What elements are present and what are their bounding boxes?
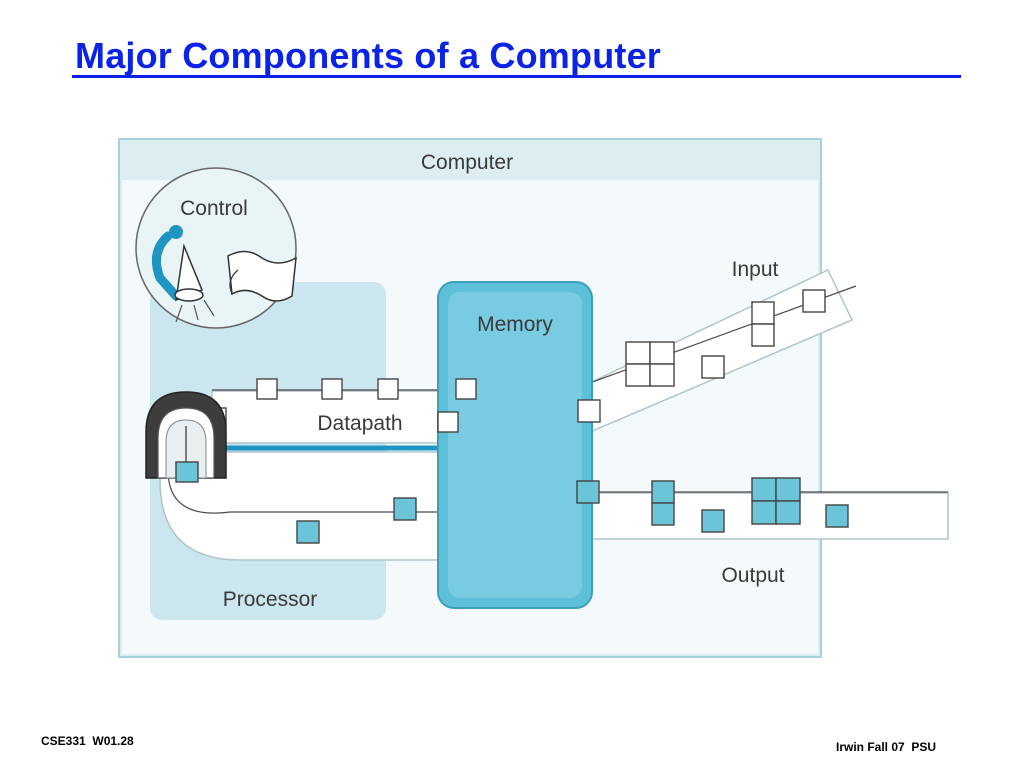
control-label: Control: [180, 197, 248, 220]
datapath-square: [321, 378, 343, 400]
output-square: [701, 509, 725, 533]
datapath-label: Datapath: [317, 412, 402, 435]
input-square: [701, 355, 725, 379]
return-path-square: [393, 497, 417, 521]
control-lamp-icon: [151, 225, 215, 323]
datapath-square: [377, 378, 399, 400]
memory-label: Memory: [477, 313, 553, 336]
processor-return-curve: [167, 469, 440, 514]
footer-course: CSE331 W01.28: [41, 734, 134, 748]
return-path-square: [296, 520, 320, 544]
output-square: [825, 504, 849, 528]
processor-arch-icon: [145, 391, 227, 483]
processor-return-path: [159, 451, 441, 561]
datapath-square: [256, 378, 278, 400]
datapath-square: [437, 411, 459, 433]
control-scroll-icon: [227, 250, 297, 302]
computer-label: Computer: [421, 151, 513, 174]
slide-title: Major Components of a Computer: [75, 35, 662, 76]
output-square-stack: [651, 480, 675, 526]
processor-label: Processor: [223, 588, 318, 611]
title-underline: [72, 75, 961, 78]
footer-credit: Irwin Fall 07 PSU: [836, 740, 937, 754]
datapath-square: [455, 378, 477, 400]
input-square: [802, 289, 826, 313]
input-square-stack: [751, 301, 775, 347]
output-label: Output: [721, 564, 784, 587]
output-square: [576, 480, 600, 504]
input-label: Input: [732, 258, 779, 281]
input-square: [577, 399, 601, 423]
output-square-cluster: [751, 477, 801, 525]
memory-highlight: [448, 292, 582, 598]
input-square-cluster: [625, 341, 675, 387]
